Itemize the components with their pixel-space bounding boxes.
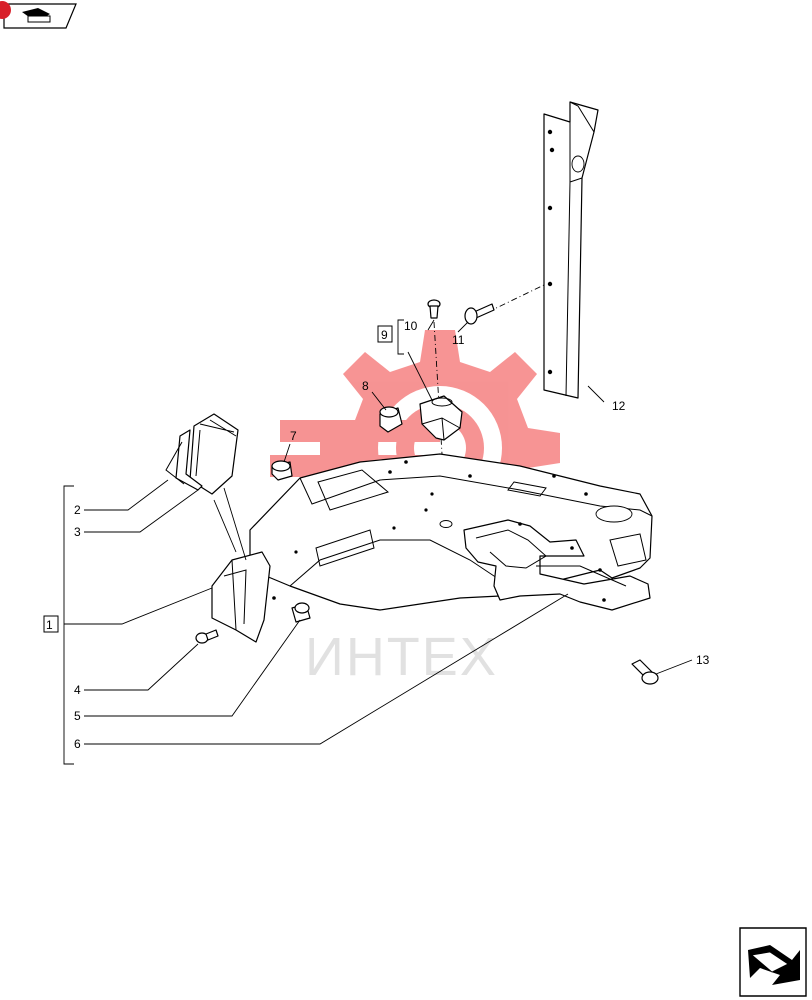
part-1-main-frame[interactable] [249,453,653,611]
callout-12[interactable]: 12 [612,399,626,413]
callout-10[interactable]: 10 [404,319,418,333]
group-bracket [63,485,74,765]
part-12-channel-post[interactable] [543,101,599,399]
callout-box-1 [43,615,59,633]
leader-lines [64,319,693,745]
part-11-screw[interactable] [464,283,547,325]
part-5-bushing[interactable] [291,602,311,623]
part-4-side-plate[interactable] [211,551,276,643]
group-9-bracket [397,319,404,355]
part-6-gasket[interactable] [463,519,651,611]
callout-box-9 [377,325,393,343]
callout-9[interactable]: 9 [381,328,388,342]
callout-6[interactable]: 6 [74,737,81,751]
callout-7[interactable]: 7 [290,429,297,443]
callout-2[interactable]: 2 [74,503,81,517]
callout-13[interactable]: 13 [696,653,710,667]
part-2-3-bracket-clip[interactable] [165,413,239,495]
part-7-rubber-mount[interactable] [271,460,293,481]
part-13-bolt[interactable] [631,659,659,685]
callout-11[interactable]: 11 [452,333,465,347]
next-page-arrow-icon[interactable] [739,927,807,997]
part-4-bolt[interactable] [195,629,219,644]
callout-1[interactable]: 1 [46,618,53,632]
callout-4[interactable]: 4 [74,683,81,697]
watermark-brand-text: ИНТЕХ [305,627,498,687]
callout-5[interactable]: 5 [74,709,81,723]
callout-8[interactable]: 8 [362,379,369,393]
part-8-rubber-mount[interactable] [379,406,403,433]
book-open-arrow-icon[interactable] [0,1,77,29]
callout-3[interactable]: 3 [74,525,81,539]
part-9-bushing-block[interactable] [419,395,463,441]
